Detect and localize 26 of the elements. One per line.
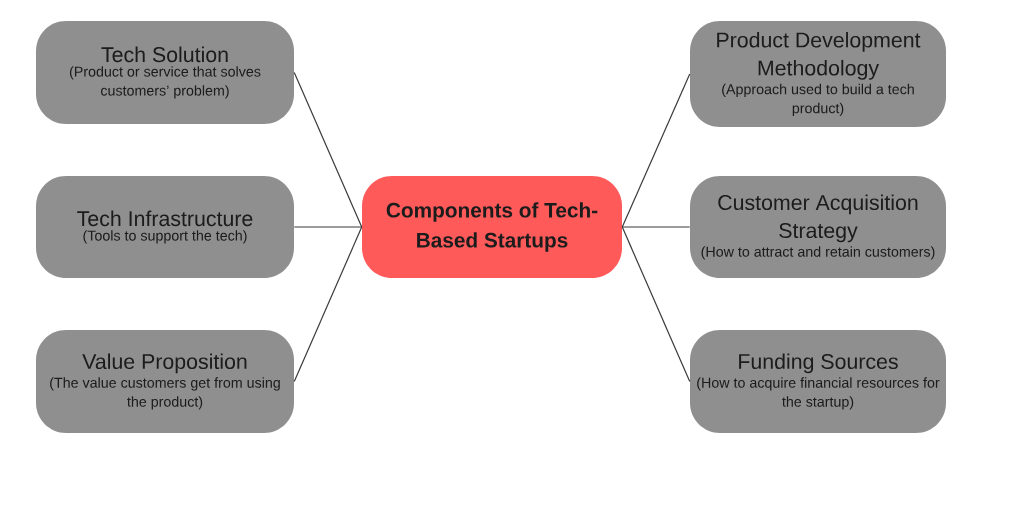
connector-line (293, 226, 363, 383)
connector-line (293, 226, 363, 228)
topic-description: (Approach used to build a tech product) (722, 83, 914, 117)
topic-box (690, 176, 946, 278)
topic-description: (How to acquire financial resources for the startup) (697, 377, 940, 410)
central-topic-box (362, 176, 622, 278)
topic-title: Product Development Methodology (717, 31, 921, 80)
topic-description: (The value customers get from using the product) (50, 377, 280, 410)
topic-box (690, 21, 946, 127)
topic-box (36, 21, 294, 124)
topic-title: Tech Solution (101, 46, 228, 63)
topic-description: (Product or service that solves customers’ problem) (69, 66, 261, 99)
connector-line (621, 73, 691, 228)
topic-description: (How to attract and retain customers) (701, 246, 935, 260)
connector-line (621, 226, 691, 383)
central-topic-title: Components of Tech-Based Startups (386, 202, 598, 252)
topic-title: Funding Sources (739, 353, 898, 374)
topic-description: (Tools to support the tech) (83, 230, 247, 244)
topic-title: Value Proposition (82, 353, 247, 374)
topic-title: Tech Infrastructure (77, 210, 253, 227)
connector-line (293, 71, 363, 228)
topic-title: Customer Acquisition Strategy (718, 194, 918, 243)
topic-box (36, 176, 294, 278)
topic-box (690, 330, 946, 433)
connector-line (621, 226, 691, 228)
topic-box (36, 330, 294, 433)
